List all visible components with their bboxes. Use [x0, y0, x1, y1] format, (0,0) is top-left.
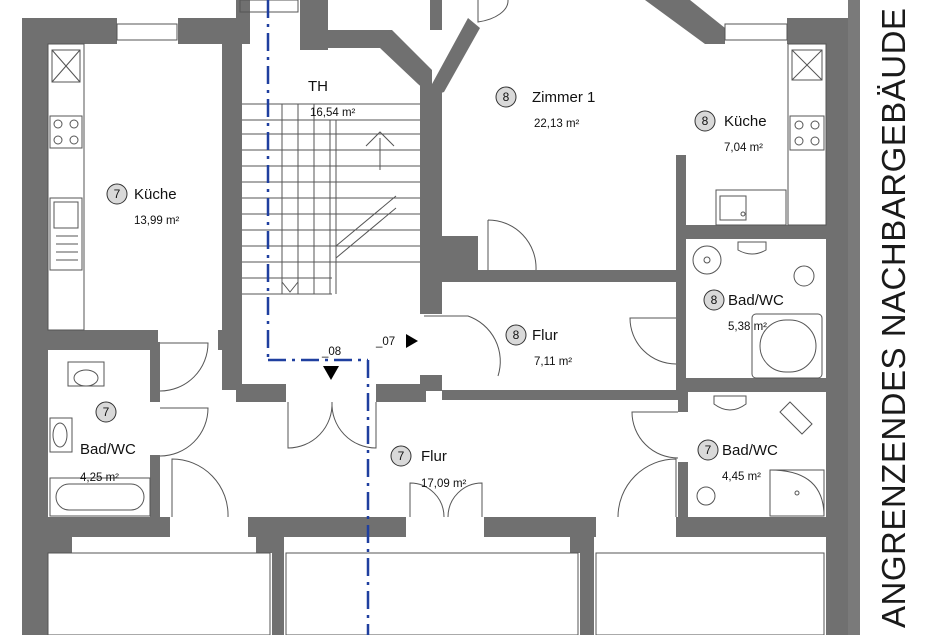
room-label-zimmer1: 8 Zimmer 1 22,13 m²	[495, 86, 595, 130]
room-area: 16,54 m²	[310, 107, 356, 119]
room-area: 13,99 m²	[134, 215, 180, 227]
room-number: 7	[705, 443, 712, 457]
room-name: Flur	[532, 327, 558, 344]
room-number: 8	[711, 293, 718, 307]
marker-08: _08	[321, 346, 341, 380]
room-name: Flur	[421, 448, 447, 465]
lower-rooms	[47, 552, 825, 635]
room-number: 8	[513, 328, 520, 342]
marker-07: _07	[375, 334, 418, 348]
room-name: Küche	[724, 113, 767, 130]
room-number: 7	[114, 187, 121, 201]
room-name: Bad/WC	[80, 441, 136, 458]
adjacent-building-label: ANGRENZENDES NACHBARGEBÄUDE	[875, 8, 912, 628]
marker-08-label: _08	[321, 346, 341, 358]
room-label-kueche7: 7 Küche 13,99 m²	[106, 183, 180, 227]
kitchen-7-counter	[47, 43, 85, 331]
room-label-bad7-left: 7 Bad/WC 4,25 m²	[80, 401, 136, 484]
room-area: 5,38 m²	[728, 321, 767, 333]
room-number: 8	[503, 90, 510, 104]
marker-07-label: _07	[375, 336, 395, 348]
room-area: 4,45 m²	[722, 471, 761, 483]
room-area: 22,13 m²	[534, 118, 580, 130]
room-label-flur7: 7 Flur 17,09 m²	[390, 445, 467, 490]
room-label-th: TH 16,54 m²	[308, 78, 356, 119]
bathroom-7-right-fixtures	[696, 395, 825, 517]
room-label-flur8: 8 Flur 7,11 m²	[505, 324, 572, 368]
room-name: TH	[308, 78, 328, 95]
room-label-bad8: 8 Bad/WC 5,38 m²	[703, 289, 784, 333]
room-area: 7,11 m²	[534, 356, 572, 368]
adjacent-building-bar: ANGRENZENDES NACHBARGEBÄUDE	[848, 0, 912, 635]
bathroom-8-fixtures	[692, 241, 823, 379]
room-area: 7,04 m²	[724, 142, 763, 154]
room-area: 17,09 m²	[421, 478, 467, 490]
room-name: Zimmer 1	[532, 89, 595, 106]
room-number: 8	[702, 114, 709, 128]
room-area: 4,25 m²	[80, 472, 119, 484]
bathroom-7-left-fixtures	[49, 361, 151, 517]
section-line	[266, 0, 370, 635]
room-number: 7	[103, 405, 110, 419]
room-label-bad7-right: 7 Bad/WC 4,45 m²	[697, 439, 778, 483]
doors	[159, 0, 679, 518]
room-name: Bad/WC	[722, 442, 778, 459]
kitchen-8-counter	[715, 43, 827, 226]
room-label-kueche8: 8 Küche 7,04 m²	[694, 110, 767, 154]
room-name: Bad/WC	[728, 292, 784, 309]
staircase	[242, 103, 420, 295]
walls	[22, 0, 848, 635]
room-number: 7	[398, 449, 405, 463]
room-name: Küche	[134, 186, 177, 203]
